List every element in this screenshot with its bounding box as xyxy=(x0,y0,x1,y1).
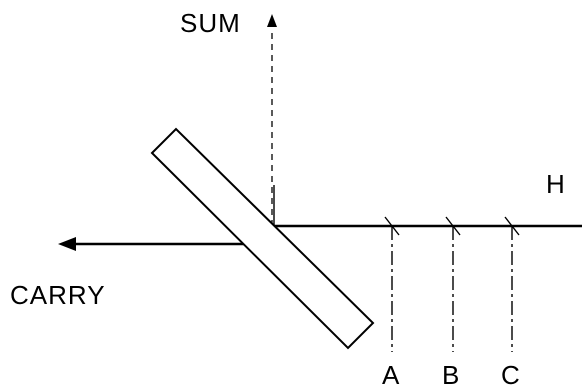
carry-label: CARRY xyxy=(10,280,106,310)
junction-tick-a xyxy=(384,216,400,236)
h-label: H xyxy=(546,169,566,199)
carry-arrowhead xyxy=(58,237,76,251)
junction-tick-b xyxy=(445,216,461,236)
beam-splitter-plate xyxy=(150,127,375,350)
input-label-b: B xyxy=(442,360,460,390)
input-label-c: C xyxy=(501,360,521,390)
junction-tick-c xyxy=(504,216,520,236)
sum-label: SUM xyxy=(180,8,241,38)
input-label-a: A xyxy=(382,360,400,390)
sum-arrowhead xyxy=(267,14,277,27)
